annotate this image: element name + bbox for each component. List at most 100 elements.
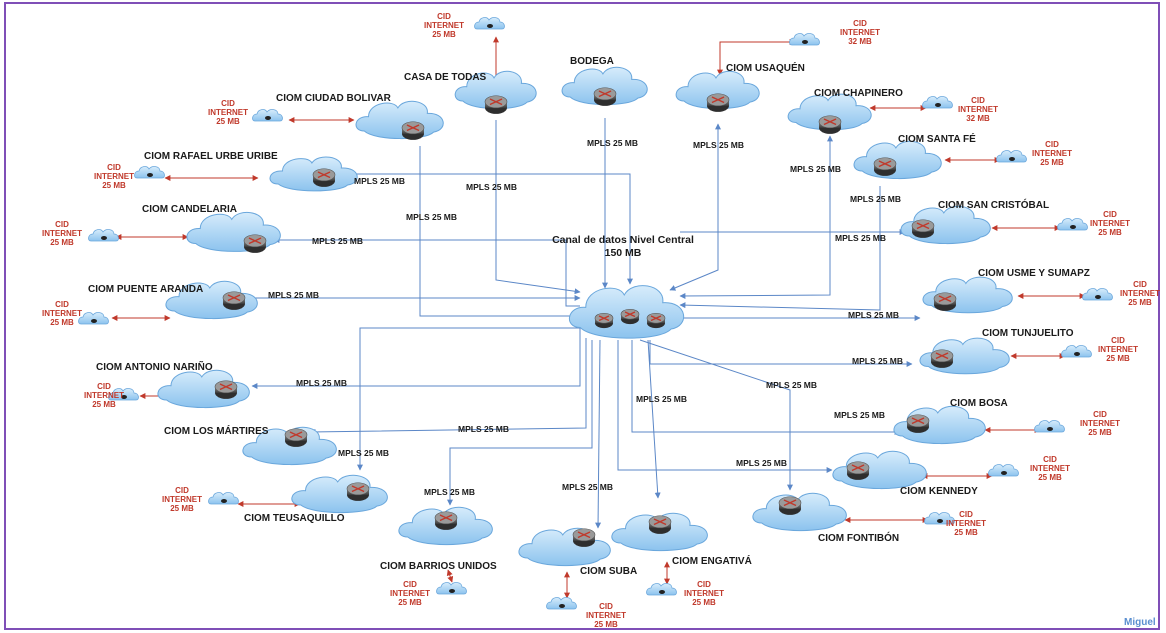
internet-cloud-icon-engativa (646, 583, 677, 596)
router-icon-ciudad-bolivar (401, 121, 425, 140)
cloud-casa-de-todas (454, 70, 537, 110)
node-title-usme: CIOM USME Y SUMAPZ (978, 268, 1090, 279)
internet-label-line: 25 MB (1098, 228, 1122, 237)
router-icon-barrios-unidos (434, 511, 458, 530)
mpls-label-chapinero: MPLS 25 MB (790, 164, 842, 174)
internet-cloud-icon-candelaria (88, 229, 119, 242)
internet-label-line: INTERNET (424, 21, 464, 30)
mpls-label-san-cristobal: MPLS 25 MB (835, 233, 887, 243)
internet-label-line: INTERNET (42, 309, 82, 318)
node-title-san-cristobal: CIOM SAN CRISTÓBAL (938, 200, 1050, 211)
internet-label-line: CID (1093, 410, 1107, 419)
node-title-barrios-unidos: CIOM BARRIOS UNIDOS (380, 561, 497, 572)
router-icon-bosa (906, 414, 930, 433)
internet-label-line: CID (437, 12, 451, 21)
central-router-icon-1 (594, 312, 614, 329)
mpls-label-bodega: MPLS 25 MB (587, 138, 639, 148)
internet-label-line: INTERNET (684, 589, 724, 598)
cloud-ciudad-bolivar (355, 100, 444, 140)
internet-label-line: CID (55, 300, 69, 309)
internet-label-line: 25 MB (216, 117, 240, 126)
mpls-label-engativa: MPLS 25 MB (636, 394, 688, 404)
internet-label-line: CID (1111, 336, 1125, 345)
diagram-border (4, 2, 1160, 630)
router-icon-candelaria (243, 234, 267, 253)
internet-cloud-icon-chapinero (922, 96, 953, 109)
mpls-label-ciudad-bolivar: MPLS 25 MB (406, 212, 458, 222)
mpls-label-bosa: MPLS 25 MB (834, 410, 886, 420)
internet-cloud-icon-usaquen (789, 33, 820, 46)
internet-label-line: CID (959, 510, 973, 519)
internet-label-line: 25 MB (1106, 354, 1130, 363)
internet-label-line: CID (221, 99, 235, 108)
internet-label-line: INTERNET (586, 611, 626, 620)
internet-label-line: INTERNET (42, 229, 82, 238)
router-icon-usme (933, 292, 957, 311)
mpls-label-santa-fe: MPLS 25 MB (850, 194, 902, 204)
internet-cloud-icon-usme (1082, 288, 1113, 301)
internet-label-line: 25 MB (398, 598, 422, 607)
router-icon-teusaquillo (346, 482, 370, 501)
internet-label-line: CID (97, 382, 111, 391)
internet-cloud-icon-fontibon (924, 512, 955, 525)
mpls-label-casa-de-todas: MPLS 25 MB (466, 182, 518, 192)
mpls-link-antonio-narino (251, 320, 581, 389)
cloud-chapinero (787, 93, 872, 131)
mpls-label-usme: MPLS 25 MB (848, 310, 900, 320)
mpls-label-antonio-narino: MPLS 25 MB (296, 378, 348, 388)
internet-label-line: 25 MB (1088, 428, 1112, 437)
internet-label-line: CID (107, 163, 121, 172)
node-title-antonio-narino: CIOM ANTONIO NARIÑO (96, 362, 213, 373)
mpls-label-los-martires: MPLS 25 MB (458, 424, 510, 434)
mpls-label-barrios-unidos: MPLS 25 MB (424, 487, 476, 497)
node-title-usaquen: CIOM USAQUÉN (726, 63, 805, 74)
mpls-link-rafael-uribe (340, 173, 633, 285)
router-icon-kennedy (846, 461, 870, 480)
internet-cloud-icon-ciudad-bolivar (252, 109, 283, 122)
mpls-link-chapinero (679, 135, 833, 299)
internet-label-line: INTERNET (1120, 289, 1160, 298)
internet-label-line: CID (1133, 280, 1147, 289)
mpls-link-los-martires (309, 338, 587, 435)
internet-label-line: INTERNET (1098, 345, 1138, 354)
internet-label-line: INTERNET (84, 391, 124, 400)
cloud-kennedy (832, 450, 927, 490)
central-router-icon-3 (646, 312, 666, 329)
internet-link-barrios-unidos (446, 569, 454, 583)
router-icon-chapinero (818, 115, 842, 134)
node-title-bosa: CIOM BOSA (950, 398, 1008, 409)
router-icon-tunjuelito (930, 349, 954, 368)
mpls-label-teusaquillo: MPLS 25 MB (338, 448, 390, 458)
internet-label-line: CID (1043, 455, 1057, 464)
internet-cloud-icon-antonio-narino (108, 388, 139, 401)
cloud-suba (518, 527, 611, 567)
internet-label-line: INTERNET (94, 172, 134, 181)
router-icon-engativa (648, 515, 672, 534)
internet-label-line: CID (403, 580, 417, 589)
internet-label-line: 25 MB (102, 181, 126, 190)
mpls-link-barrios-unidos (447, 340, 593, 506)
internet-cloud-icon-puente-aranda (78, 312, 109, 325)
router-icon-san-cristobal (911, 219, 935, 238)
node-title-rafael-uribe: CIOM RAFAEL URBE URIBE (144, 151, 278, 162)
node-title-bodega: BODEGA (570, 56, 614, 67)
internet-label-line: 32 MB (848, 37, 872, 46)
mpls-link-bosa (631, 340, 901, 435)
cloud-santa-fe (853, 140, 942, 180)
internet-label-line: 25 MB (1038, 473, 1062, 482)
internet-label-line: CID (175, 486, 189, 495)
node-title-ciudad-bolivar: CIOM CIUDAD BOLIVAR (276, 93, 391, 104)
internet-label-line: CID (971, 96, 985, 105)
node-title-puente-aranda: CIOM PUENTE ARANDA (88, 284, 204, 295)
router-icon-bodega (593, 87, 617, 106)
internet-label-line: INTERNET (1030, 464, 1070, 473)
